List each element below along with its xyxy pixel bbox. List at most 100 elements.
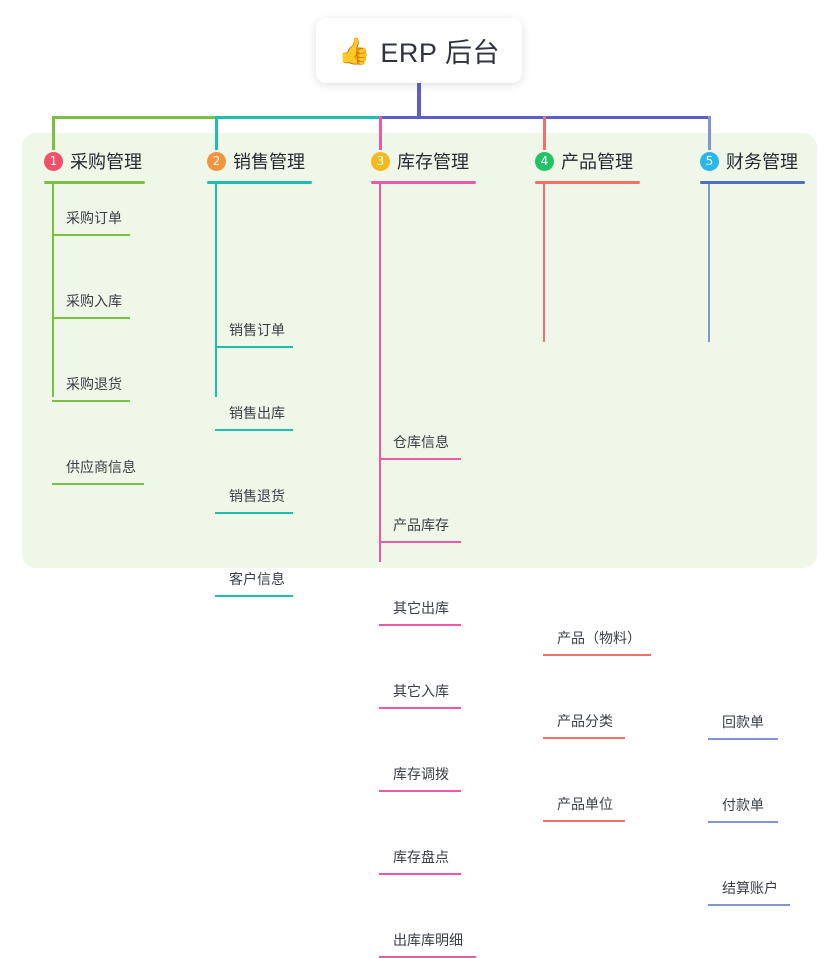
leaf-node[interactable]: 采购退货: [44, 374, 839, 402]
diagram-canvas: 👍 ERP 后台 1 采购管理采购订单采购入库采购退货供应商信息 2 销售管理销售订单…: [22, 18, 839, 958]
branch-underline-3: [371, 181, 476, 184]
leaf-node[interactable]: 采购订单: [44, 208, 839, 236]
leaf-node-label: 付款单: [722, 797, 764, 813]
branch-title-3: 库存管理: [397, 152, 469, 172]
leaf-node[interactable]: 库存盘点: [371, 847, 839, 875]
leaf-node-underline: [379, 873, 461, 875]
connector-drop-5: [708, 116, 711, 150]
connector-bar-1: [52, 116, 217, 119]
leaf-node-underline: [543, 737, 625, 739]
branch-badge-4: 4: [535, 151, 554, 171]
connector-drop-3: [379, 116, 382, 150]
leaf-node-label: 销售出库: [229, 405, 285, 421]
leaf-node[interactable]: 付款单: [700, 795, 839, 823]
leaf-node[interactable]: 客户信息: [207, 569, 839, 597]
connector-root-stem: [417, 83, 421, 119]
branch-title-2: 销售管理: [233, 152, 305, 172]
leaf-node[interactable]: 供应商信息: [44, 457, 839, 485]
connector-spine-3: [379, 184, 381, 562]
leaf-node-label: 客户信息: [229, 571, 285, 587]
leaf-node-label: 采购订单: [66, 210, 122, 226]
leaf-node-label: 仓库信息: [393, 434, 449, 450]
leaf-node-label: 其它出库: [393, 600, 449, 616]
branch-underline-5: [700, 181, 805, 184]
leaf-node-underline: [379, 790, 461, 792]
leaf-node-label: 供应商信息: [66, 459, 136, 475]
connector-spine-4: [543, 184, 545, 342]
connector-drop-1: [52, 116, 55, 150]
leaf-node-underline: [543, 820, 625, 822]
leaf-node-label: 库存调拨: [393, 766, 449, 782]
branch-header-3[interactable]: 3 库存管理: [371, 148, 476, 174]
leaf-node-underline: [215, 346, 293, 348]
connector-bar-2: [215, 116, 381, 119]
leaf-node-underline: [379, 707, 461, 709]
leaf-node-underline: [708, 738, 778, 740]
leaf-node[interactable]: 回款单: [700, 712, 839, 740]
branch-title-5: 财务管理: [726, 152, 798, 172]
leaf-node-underline: [543, 654, 651, 656]
connector-drop-2: [215, 116, 218, 150]
branch-underline-4: [535, 181, 640, 184]
branch-header-4[interactable]: 4 产品管理: [535, 148, 640, 174]
leaf-node[interactable]: 产品库存: [371, 515, 839, 543]
leaf-node-underline: [52, 400, 130, 402]
leaf-node-underline: [52, 483, 144, 485]
leaf-node-label: 出库库明细: [393, 932, 463, 948]
leaf-node-label: 销售订单: [229, 322, 285, 338]
connector-drop-4: [543, 116, 546, 150]
leaf-node-underline: [215, 512, 293, 514]
leaf-node-underline: [379, 541, 461, 543]
root-node[interactable]: 👍 ERP 后台: [316, 18, 522, 83]
leaf-node[interactable]: 结算账户: [700, 878, 839, 906]
leaf-node[interactable]: 销售订单: [207, 320, 839, 348]
leaf-node-underline: [708, 904, 790, 906]
leaf-node-underline: [52, 317, 130, 319]
leaf-node[interactable]: 销售退货: [207, 486, 839, 514]
branch-column-4: 4 产品管理: [535, 148, 640, 184]
leaf-node[interactable]: 其它出库: [371, 598, 839, 626]
branch-header-5[interactable]: 5 财务管理: [700, 148, 805, 174]
branch-badge-2: 2: [207, 151, 226, 171]
thumbs-up-icon: 👍: [338, 35, 371, 66]
branch-badge-1: 1: [44, 151, 63, 171]
leaf-node-label: 结算账户: [722, 880, 778, 896]
leaf-node-label: 产品库存: [393, 517, 449, 533]
leaf-node-label: 采购入库: [66, 293, 122, 309]
leaf-node[interactable]: 产品（物料）: [535, 628, 839, 656]
leaf-node-underline: [379, 458, 461, 460]
leaf-node[interactable]: 销售出库: [207, 403, 839, 431]
leaf-node[interactable]: 库存调拨: [371, 764, 839, 792]
leaf-node[interactable]: 其它入库: [371, 681, 839, 709]
leaf-node-label: 产品（物料）: [557, 630, 641, 646]
connector-spine-1: [52, 184, 54, 397]
branch-header-1[interactable]: 1 采购管理: [44, 148, 145, 174]
root-node-label: ERP 后台: [380, 38, 500, 68]
branch-column-3: 3 库存管理: [371, 148, 476, 184]
leaf-node-label: 库存盘点: [393, 849, 449, 865]
leaf-node-label: 采购退货: [66, 376, 122, 392]
leaf-node[interactable]: 出库库明细: [371, 930, 839, 958]
leaf-node-underline: [52, 234, 130, 236]
leaf-node-label: 回款单: [722, 714, 764, 730]
leaf-node[interactable]: 采购入库: [44, 291, 839, 319]
connector-spine-2: [215, 184, 217, 397]
diagram-panel: [22, 133, 817, 568]
leaf-node-underline: [379, 624, 461, 626]
branch-header-2[interactable]: 2 销售管理: [207, 148, 312, 174]
branch-badge-5: 5: [700, 151, 719, 171]
branch-column-1: 1 采购管理: [44, 148, 145, 184]
branch-title-4: 产品管理: [561, 152, 633, 172]
branch-title-1: 采购管理: [70, 152, 142, 172]
connector-spine-5: [708, 184, 710, 342]
branch-badge-3: 3: [371, 151, 390, 171]
leaf-node-underline: [708, 821, 778, 823]
leaf-node-label: 其它入库: [393, 683, 449, 699]
leaf-node-underline: [215, 595, 293, 597]
branch-column-2: 2 销售管理: [207, 148, 312, 184]
branch-underline-2: [207, 181, 312, 184]
leaf-node-label: 销售退货: [229, 488, 285, 504]
branch-underline-1: [44, 181, 145, 184]
leaf-node[interactable]: 仓库信息: [371, 432, 839, 460]
branch-column-5: 5 财务管理: [700, 148, 805, 184]
